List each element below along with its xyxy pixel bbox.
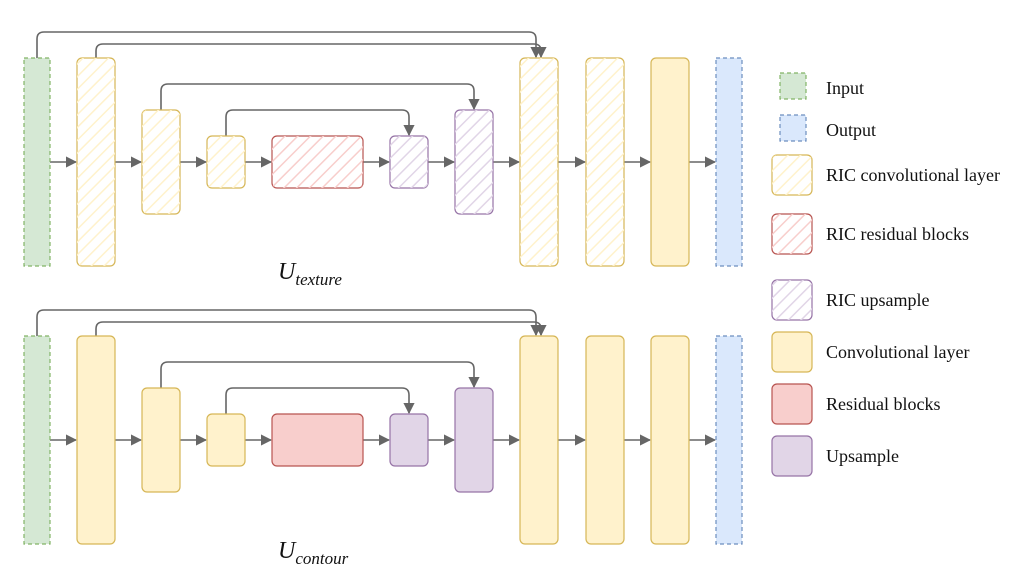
contour-unet [23, 309, 743, 545]
legend-label-conv: Convolutional layer [826, 342, 969, 362]
skip-connection-arrow [225, 387, 415, 415]
legend-item-ric-conv: RIC convolutional layer [771, 154, 1000, 196]
legend-item-conv: Convolutional layer [771, 331, 969, 373]
output-block [715, 57, 743, 267]
skip-connection-arrow [36, 31, 542, 59]
encoder-conv-1 [76, 335, 116, 545]
encoder-conv-3-hatch [207, 136, 245, 188]
final-conv [650, 57, 690, 267]
skip-connection-arrow [95, 321, 547, 337]
upsample-1 [389, 413, 429, 467]
encoder-conv-2-hatch [142, 110, 180, 214]
legend-label-ric-conv: RIC convolutional layer [826, 165, 1000, 185]
legend-item-up: Upsample [771, 435, 899, 477]
residual-blocks-hatch [272, 136, 363, 188]
encoder-conv-2 [141, 387, 181, 493]
decoder-conv-2-hatch [586, 58, 624, 266]
upsample-1-hatch [390, 136, 428, 188]
legend-label-res: Residual blocks [826, 394, 941, 414]
output-block [715, 335, 743, 545]
legend-label-up: Upsample [826, 446, 899, 466]
decoder-conv-2 [585, 335, 625, 545]
output-swatch [779, 114, 807, 142]
legend-label-ric-res: RIC residual blocks [826, 224, 969, 244]
texture-title: Utexture [278, 259, 342, 289]
decoder-conv-1 [519, 335, 559, 545]
skip-connection-arrow [160, 83, 480, 111]
decoder-conv-1-hatch [520, 58, 558, 266]
skip-connection-arrow [36, 309, 542, 337]
skip-connection-arrow [95, 43, 547, 59]
up-swatch [771, 435, 813, 477]
legend-item-input: Input [779, 72, 864, 100]
encoder-conv-1-hatch [77, 58, 115, 266]
contour-title: Ucontour [278, 538, 349, 568]
legend: Input Output RIC convolutional layer RIC… [771, 72, 1000, 477]
encoder-conv-3 [206, 413, 246, 467]
conv-swatch [771, 331, 813, 373]
legend-label-ric-up: RIC upsample [826, 290, 930, 310]
input-swatch [779, 72, 807, 100]
legend-label-input: Input [826, 78, 864, 98]
upsample-2 [454, 387, 494, 493]
skip-connection-arrow [160, 361, 480, 389]
legend-item-output: Output [779, 114, 876, 142]
res-swatch [771, 383, 813, 425]
texture-unet [23, 31, 743, 267]
final-conv [650, 335, 690, 545]
legend-label-output: Output [826, 120, 876, 140]
input-block [23, 57, 51, 267]
input-block [23, 335, 51, 545]
legend-item-ric-up: RIC upsample [771, 279, 930, 321]
legend-item-ric-res: RIC residual blocks [771, 213, 969, 255]
residual-blocks [271, 413, 364, 467]
legend-item-res: Residual blocks [771, 383, 941, 425]
skip-connection-arrow [225, 109, 415, 137]
upsample-2-hatch [455, 110, 493, 214]
